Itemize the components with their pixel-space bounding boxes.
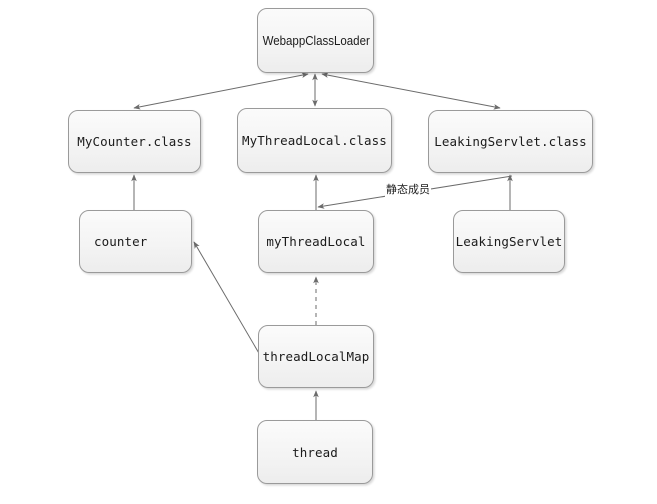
node-label-webapp-class-loader: WebappClassLoader bbox=[262, 33, 370, 48]
node-label-mycounter-class: MyCounter.class bbox=[77, 134, 192, 149]
node-mythreadlocal-class[interactable]: MyThreadLocal.class bbox=[237, 108, 392, 173]
node-leakingservlet-class[interactable]: LeakingServlet.class bbox=[428, 110, 593, 173]
node-thread[interactable]: thread bbox=[257, 420, 373, 484]
node-counter[interactable]: counter bbox=[79, 210, 192, 273]
node-label-leakingservlet-class: LeakingServlet.class bbox=[434, 134, 587, 149]
node-label-thread: thread bbox=[292, 444, 338, 460]
node-label-threadlocalmap: threadLocalMap bbox=[262, 349, 370, 364]
node-threadlocalmap[interactable]: threadLocalMap bbox=[258, 325, 374, 388]
node-leakingservlet[interactable]: LeakingServlet bbox=[453, 210, 565, 273]
edge-label-static-member: 静态成员 bbox=[385, 181, 431, 197]
edge-loader-to-leakingservlet bbox=[321, 72, 501, 110]
edge-threadlocalmap-to-counter bbox=[193, 241, 261, 356]
node-label-mythreadlocal-class: MyThreadLocal.class bbox=[242, 133, 387, 148]
node-label-mythreadlocal: myThreadLocal bbox=[266, 234, 366, 249]
node-webapp-class-loader[interactable]: WebappClassLoader bbox=[257, 8, 374, 73]
edge-loader-to-mycounter bbox=[133, 72, 309, 110]
node-mycounter-class[interactable]: MyCounter.class bbox=[68, 110, 201, 173]
node-label-counter: counter bbox=[94, 234, 148, 249]
node-label-leakingservlet: LeakingServlet bbox=[455, 234, 563, 249]
node-mythreadlocal[interactable]: myThreadLocal bbox=[258, 210, 374, 273]
